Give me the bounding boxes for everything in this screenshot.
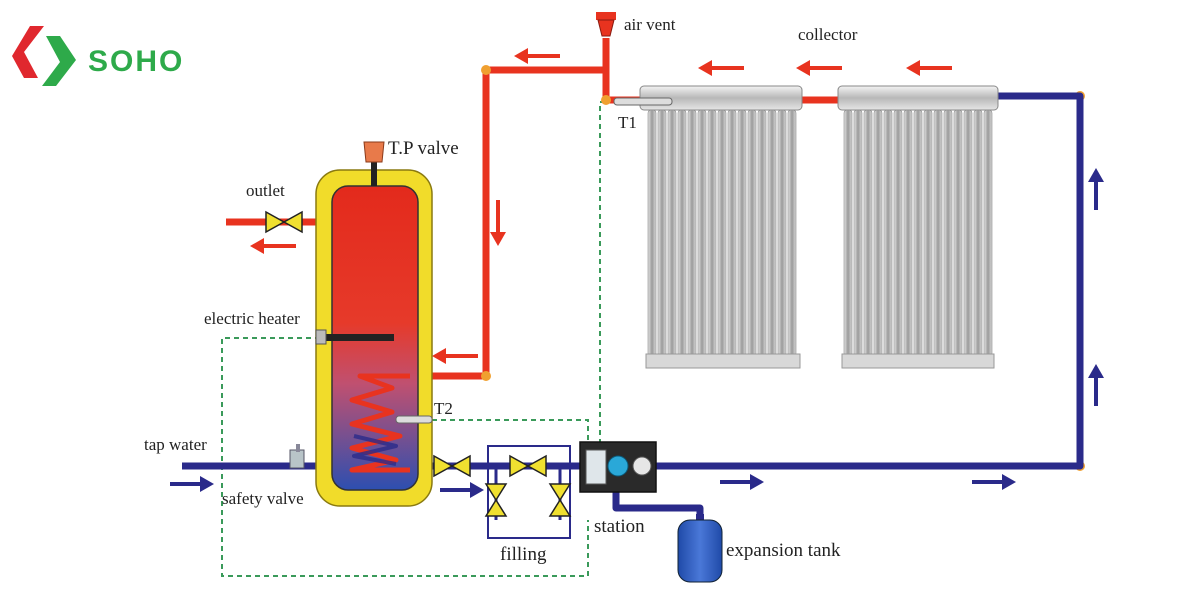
arrow-right (720, 474, 764, 490)
label-expansion-tank: expansion tank (726, 540, 841, 561)
control-line-t2 (432, 419, 589, 444)
expansion-tank-body (677, 519, 723, 583)
logo-text: SOHO (88, 45, 184, 78)
label-tap-water: tap water (144, 435, 207, 454)
vacuum-tube (913, 109, 923, 357)
tp-valve-stem (371, 160, 377, 186)
arrow-left (698, 60, 744, 76)
vacuum-tube (963, 109, 973, 357)
arrow-right (972, 474, 1016, 490)
collector-footer (645, 353, 801, 369)
logo-mark-green (42, 36, 76, 86)
arrow-up (1088, 168, 1104, 210)
arrow-right (440, 482, 484, 498)
air-vent-icon (596, 12, 616, 37)
vacuum-tube (667, 109, 677, 357)
control-line-t1 (599, 101, 614, 444)
vacuum-tube (717, 109, 727, 357)
vacuum-tube (903, 109, 913, 357)
label-collector: collector (798, 25, 858, 44)
vacuum-tube (657, 109, 667, 357)
arrow-left (250, 238, 296, 254)
arrow-right (170, 476, 214, 492)
vacuum-tube (983, 109, 993, 357)
label-station: station (594, 516, 645, 537)
station-display (585, 449, 607, 485)
flow-arrows-hot (250, 48, 952, 364)
filling-frame (487, 445, 571, 539)
vacuum-tube (737, 109, 747, 357)
arrow-down (490, 200, 506, 246)
vacuum-tube (973, 109, 983, 357)
electric-heater-head (315, 329, 327, 345)
vacuum-tube (933, 109, 943, 357)
vacuum-tube (647, 109, 657, 357)
vacuum-tube (863, 109, 873, 357)
control-line-heater (221, 337, 589, 577)
pump-station (579, 441, 657, 493)
collector-footer (841, 353, 995, 369)
storage-tank (315, 141, 433, 507)
label-outlet: outlet (246, 181, 285, 200)
collector-tubes (647, 109, 797, 357)
cold-pipe-return (656, 92, 1084, 470)
logo-mark-red (12, 26, 44, 78)
label-tp-valve: T.P valve (388, 138, 459, 159)
vacuum-tube (893, 109, 903, 357)
collector-header (837, 85, 999, 111)
tap-valve-icon (433, 454, 471, 478)
label-t2: T2 (434, 399, 453, 418)
filling-valve-icon (484, 483, 508, 517)
vacuum-tube (677, 109, 687, 357)
vacuum-tube (727, 109, 737, 357)
heat-exchanger-coil-low (352, 434, 398, 466)
vacuum-tube (707, 109, 717, 357)
station-pump-icon (607, 455, 629, 477)
arrow-left (796, 60, 842, 76)
hot-pipe-collector-to-tank (380, 66, 640, 380)
outlet-valve-icon (265, 210, 303, 234)
safety-valve-icon (289, 444, 305, 469)
arrow-left (432, 348, 478, 364)
tp-valve-icon (363, 141, 385, 163)
vacuum-tube (757, 109, 767, 357)
t1-sensor (613, 97, 673, 106)
filling-valve-icon (509, 454, 547, 478)
collector-tubes (843, 109, 993, 357)
arrow-up (1088, 364, 1104, 406)
label-t1: T1 (618, 113, 637, 132)
heat-exchanger-coil (349, 373, 410, 473)
vacuum-tube (923, 109, 933, 357)
station-gauge-icon (632, 456, 652, 476)
expansion-tank (677, 514, 723, 583)
vacuum-tube (873, 109, 883, 357)
solar-collector-2 (837, 85, 999, 369)
vacuum-tube (853, 109, 863, 357)
vacuum-tube (787, 109, 797, 357)
arrow-left (906, 60, 952, 76)
t2-sensor (395, 415, 433, 424)
solar-collector-1 (613, 85, 803, 369)
vacuum-tube (843, 109, 853, 357)
label-air-vent: air vent (624, 15, 676, 34)
vacuum-tube (767, 109, 777, 357)
vacuum-tube (883, 109, 893, 357)
vacuum-tube (953, 109, 963, 357)
vacuum-tube (697, 109, 707, 357)
label-electric-heater: electric heater (204, 309, 300, 328)
arrow-left (514, 48, 560, 64)
label-safety-valve: safety valve (222, 489, 304, 508)
flow-arrows-cold (170, 168, 1104, 498)
label-filling: filling (500, 544, 547, 565)
vacuum-tube (777, 109, 787, 357)
vacuum-tube (943, 109, 953, 357)
filling-unit (484, 445, 572, 539)
vacuum-tube (687, 109, 697, 357)
filling-valve-icon (548, 483, 572, 517)
vacuum-tube (747, 109, 757, 357)
electric-heater-element (322, 334, 394, 341)
brand-logo: SOHO (12, 26, 184, 86)
